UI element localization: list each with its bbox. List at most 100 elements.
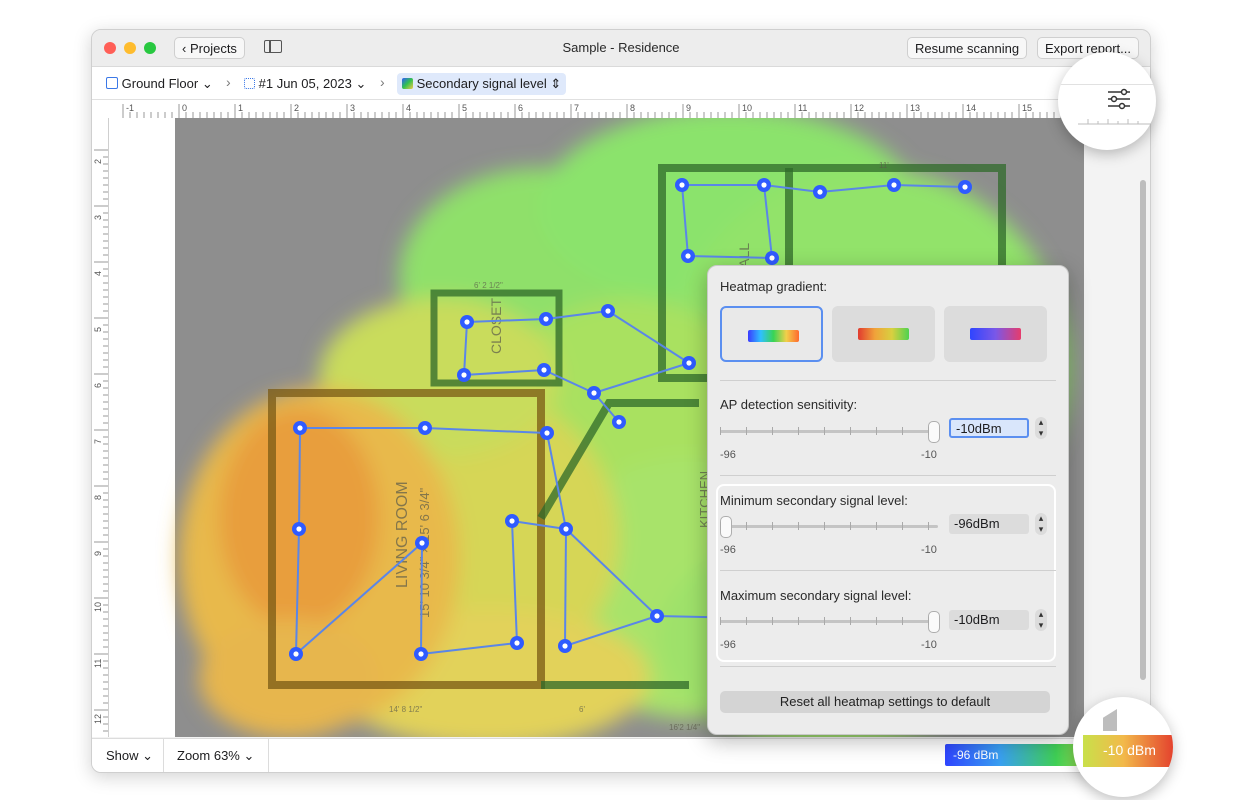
ap-sensitivity-stepper[interactable]: ▴▾ <box>1035 417 1047 439</box>
status-divider <box>268 739 269 772</box>
ruler-label: 7 <box>93 439 103 444</box>
reset-heatmap-settings-button[interactable]: Reset all heatmap settings to default <box>720 691 1050 713</box>
ruler-label: 8 <box>630 103 635 113</box>
scan-path-segment <box>545 310 609 320</box>
plan-dim-living: 14' 8 1/2" <box>389 705 422 714</box>
visualization-selector[interactable]: Secondary signal level ⇕ <box>397 73 567 95</box>
slider-tick <box>720 522 721 530</box>
scan-point-center <box>541 367 547 373</box>
max-signal-field[interactable]: -10dBm <box>949 610 1029 630</box>
scan-path-segment <box>681 184 689 257</box>
max-signal-slider[interactable] <box>720 611 940 633</box>
slider-tick <box>928 522 929 530</box>
floor-selector-label: Ground Floor <box>121 76 199 91</box>
max-signal-stepper[interactable]: ▴▾ <box>1035 609 1047 631</box>
slider-tick <box>720 427 721 435</box>
plan-label-living-room: LIVING ROOM <box>394 481 411 588</box>
scan-point-center <box>509 518 515 524</box>
min-signal-field[interactable]: -96dBm <box>949 514 1029 534</box>
minimize-window-button[interactable] <box>124 42 136 54</box>
close-window-button[interactable] <box>104 42 116 54</box>
ruler-label: 4 <box>93 271 103 276</box>
gradient-option-red-green[interactable] <box>832 306 935 362</box>
gradient-option-blue-pink[interactable] <box>944 306 1047 362</box>
section-divider <box>720 570 1056 571</box>
gradient-swatch <box>858 328 909 340</box>
chevron-down-icon: ⌄ <box>201 76 213 91</box>
ruler-label: 8 <box>93 495 103 500</box>
chevron-down-icon: ⌄ <box>355 76 367 91</box>
sidebar-toggle-icon[interactable] <box>264 40 282 53</box>
scan-path-segment <box>546 432 567 530</box>
ruler-label: 7 <box>574 103 579 113</box>
plan-dim-bottom: 16'2 1/4" <box>669 723 700 732</box>
ruler-label: 10 <box>742 103 752 113</box>
scan-point-center <box>296 526 302 532</box>
ruler-label: 3 <box>350 103 355 113</box>
scan-selector-label: #1 Jun 05, 2023 <box>258 76 352 91</box>
ruler-label: 5 <box>93 327 103 332</box>
scan-selector[interactable]: #1 Jun 05, 2023 ⌄ <box>244 76 366 92</box>
ruler-label: 11 <box>798 103 807 113</box>
chevron-down-icon: ⌄ <box>142 748 154 763</box>
slider-knob[interactable] <box>720 516 732 538</box>
scan-point-center <box>679 182 685 188</box>
plan-dim-closet: 6' 2 1/2" <box>474 281 503 290</box>
min-signal-stepper[interactable]: ▴▾ <box>1035 513 1047 535</box>
scan-path-segment <box>607 310 690 364</box>
vertical-scrollbar[interactable] <box>1140 180 1146 680</box>
zoom-menu-label: Zoom 63% <box>177 748 240 763</box>
slider-tick <box>746 427 747 435</box>
scan-point-center <box>418 651 424 657</box>
gradient-option-blue-red[interactable] <box>720 306 823 362</box>
scan-icon <box>244 78 255 89</box>
slider-knob[interactable] <box>928 421 940 443</box>
gradient-title: Heatmap gradient: <box>720 279 827 294</box>
scan-path-segment <box>466 318 547 323</box>
scan-path-segment <box>687 255 773 259</box>
scan-point-center <box>297 425 303 431</box>
scan-point-center <box>891 182 897 188</box>
ruler-label: 13 <box>910 103 920 113</box>
scan-path-segment <box>463 369 545 376</box>
slider-knob[interactable] <box>928 611 940 633</box>
scan-point-center <box>422 425 428 431</box>
max-signal-min-label: -96 <box>720 639 736 651</box>
slider-tick <box>824 617 825 625</box>
zoom-menu[interactable]: Zoom 63% ⌄ <box>177 748 254 764</box>
resume-scanning-button[interactable]: Resume scanning <box>907 37 1028 59</box>
chevron-left-icon: ‹ <box>182 41 187 56</box>
slider-tick <box>720 617 721 625</box>
scan-point-center <box>686 360 692 366</box>
min-signal-max-label: -10 <box>921 544 937 556</box>
ruler-label: 6 <box>93 383 103 388</box>
ruler-label: 12 <box>93 714 103 724</box>
slider-tick <box>850 427 851 435</box>
slider-tick <box>798 617 799 625</box>
scan-point-center <box>543 316 549 322</box>
ap-sensitivity-title: AP detection sensitivity: <box>720 397 858 412</box>
ap-sensitivity-field[interactable]: -10dBm <box>949 418 1029 438</box>
slider-tick <box>928 427 929 435</box>
path-bar: Ground Floor ⌄ › #1 Jun 05, 2023 ⌄ › Sec… <box>92 67 1150 100</box>
window-title: Sample - Residence <box>562 40 680 55</box>
slider-tick <box>824 522 825 530</box>
ruler-label: -1 <box>126 103 134 113</box>
ap-sensitivity-slider[interactable] <box>720 421 940 443</box>
floor-selector[interactable]: Ground Floor ⌄ <box>106 76 213 92</box>
zoom-window-button[interactable] <box>144 42 156 54</box>
scan-path <box>289 178 972 661</box>
sliders-icon[interactable] <box>1058 52 1156 150</box>
ruler-label: 2 <box>93 159 103 164</box>
min-signal-slider[interactable] <box>720 516 938 538</box>
up-down-chevron-icon: ⇕ <box>550 76 562 91</box>
ap-max-label: -10 <box>921 449 937 461</box>
scan-path-segment <box>511 520 567 530</box>
back-to-projects-button[interactable]: ‹ Projects <box>174 37 245 59</box>
chevron-right-icon: › <box>380 74 385 90</box>
slider-tick <box>902 617 903 625</box>
signal-level-highlight <box>716 484 1056 662</box>
scan-point-center <box>591 390 597 396</box>
show-menu[interactable]: Show ⌄ <box>106 748 153 764</box>
